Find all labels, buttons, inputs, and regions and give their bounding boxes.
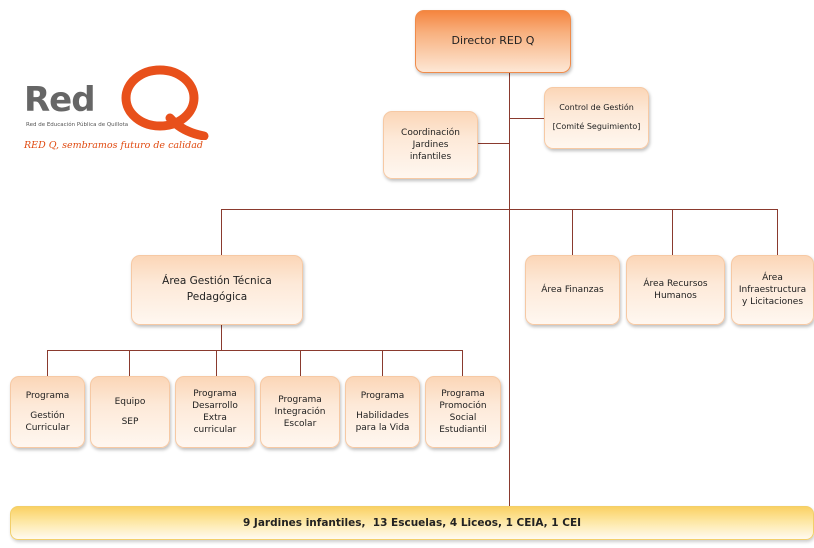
prog-integracion-line1: Programa <box>278 394 322 405</box>
programa-gestion-curricular-box: Programa Gestión Curricular <box>10 376 85 448</box>
prog-integracion-line3: Escolar <box>283 419 317 430</box>
control-gestion-box: Control de Gestión [Comité Seguimiento] <box>544 87 649 149</box>
area-gestion-tecnica-box: Área Gestión Técnica Pedagógica <box>131 255 303 325</box>
connector-prog-curricular <box>47 350 48 376</box>
prog-promocion-line1: Programa <box>441 388 485 399</box>
area-finanzas-box: Área Finanzas <box>525 255 620 325</box>
control-gestion-subtitle: [Comité Seguimiento] <box>552 122 641 131</box>
director-box: Director RED Q <box>415 10 571 73</box>
programa-desarrollo-extracurricular-box: Programa Desarrollo Extra curricular <box>175 376 255 448</box>
prog-habilidades-line2: Habilidades <box>356 410 409 421</box>
logo-slogan: RED Q, sembramos futuro de calidad <box>24 140 203 151</box>
connector-coordinacion <box>478 143 509 144</box>
coordinacion-line1: Coordinación <box>401 127 460 138</box>
prog-sep-line2: SEP <box>121 417 139 427</box>
logo-subtitle: Red de Educación Pública de Quillota <box>26 122 129 128</box>
connector-area-infra <box>777 209 778 255</box>
connector-area-finanzas <box>572 209 573 255</box>
prog-extra-line2: Desarrollo <box>192 400 238 411</box>
connector-area-gestion <box>221 209 222 255</box>
area-gestion-line1: Área Gestión Técnica <box>162 275 272 288</box>
connector-areas-bus <box>221 209 778 210</box>
control-gestion-title: Control de Gestión <box>559 103 634 113</box>
prog-habilidades-line1: Programa <box>360 390 405 401</box>
prog-integracion-line2: Integración <box>274 406 326 417</box>
prog-habilidades-line3: para la Vida <box>355 423 410 434</box>
connector-main-trunk <box>509 73 510 506</box>
connector-control <box>509 118 544 119</box>
area-infra-line3: y Licitaciones <box>741 297 804 308</box>
connector-area-rrhh <box>672 209 673 255</box>
prog-promocion-line3: Social <box>449 413 477 423</box>
prog-extra-line4: curricular <box>193 425 237 436</box>
area-infra-line2: Infraestructura <box>738 284 807 295</box>
connector-prog-habilidades <box>382 350 383 376</box>
prog-promocion-line2: Promoción <box>439 400 487 411</box>
director-label: Director RED Q <box>451 34 535 48</box>
coordinacion-line3: infantiles <box>409 152 452 163</box>
area-rrhh-box: Área Recursos Humanos <box>626 255 725 325</box>
red-q-logo: Red Red de Educación Pública de Quillota… <box>20 60 220 160</box>
coordinacion-line2: Jardines <box>412 139 449 150</box>
area-rrhh-line1: Área Recursos <box>643 278 708 289</box>
connector-prog-integracion <box>300 350 301 376</box>
area-gestion-line2: Pedagógica <box>186 291 248 303</box>
connector-programs-stem <box>221 325 222 350</box>
area-rrhh-line2: Humanos <box>654 291 697 301</box>
programa-integracion-escolar-box: Programa Integración Escolar <box>260 376 340 448</box>
prog-curricular-line2: Gestión <box>30 410 65 421</box>
programa-habilidades-vida-box: Programa Habilidades para la Vida <box>345 376 420 448</box>
connector-programs-bus <box>47 350 463 351</box>
connector-prog-extra <box>216 350 217 376</box>
programa-promocion-social-box: Programa Promoción Social Estudiantil <box>425 376 501 448</box>
prog-promocion-line4: Estudiantil <box>439 425 487 436</box>
establecimientos-summary: 9 Jardines infantiles, 13 Escuelas, 4 Li… <box>242 517 582 529</box>
connector-prog-sep <box>129 350 130 376</box>
prog-extra-line1: Programa <box>193 388 237 399</box>
area-infraestructura-box: Área Infraestructura y Licitaciones <box>731 255 814 325</box>
prog-curricular-line3: Curricular <box>25 423 70 434</box>
q-swoosh-icon <box>121 65 209 140</box>
prog-curricular-line1: Programa <box>25 390 70 401</box>
prog-sep-line1: Equipo <box>114 396 146 407</box>
coordinacion-jardines-box: Coordinación Jardines infantiles <box>383 111 478 179</box>
prog-extra-line3: Extra <box>203 413 227 423</box>
connector-prog-promocion <box>462 350 463 376</box>
logo-wordmark: Red <box>24 80 96 120</box>
establecimientos-footer-bar: 9 Jardines infantiles, 13 Escuelas, 4 Li… <box>10 506 814 540</box>
area-finanzas-label: Área Finanzas <box>541 284 604 295</box>
area-infra-line1: Área <box>762 272 783 283</box>
equipo-sep-box: Equipo SEP <box>90 376 170 448</box>
